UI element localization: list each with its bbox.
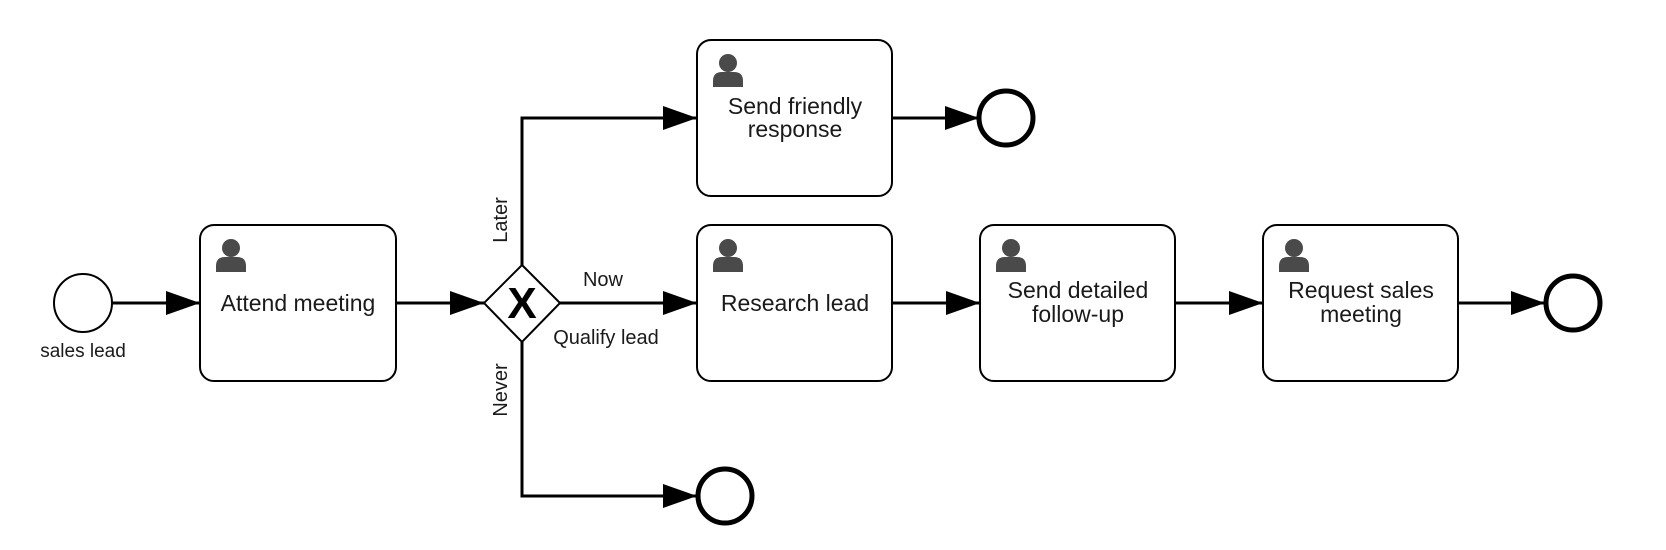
start-event-label: sales lead bbox=[40, 341, 126, 362]
task-send-detailed-follow-up[interactable]: Send detailed follow-up bbox=[979, 224, 1176, 382]
flow-label-never: Never bbox=[490, 363, 512, 417]
user-icon bbox=[1279, 239, 1309, 272]
task-research-lead[interactable]: Research lead bbox=[696, 224, 893, 382]
flow-later[interactable] bbox=[520, 106, 697, 265]
user-icon bbox=[216, 239, 246, 272]
exclusive-gateway[interactable]: X bbox=[482, 263, 562, 344]
task-label: Research lead bbox=[721, 290, 869, 316]
task-label-line-2: response bbox=[748, 116, 843, 142]
task-label-line-2: meeting bbox=[1320, 301, 1402, 327]
task-attend-meeting[interactable]: Attend meeting bbox=[199, 224, 397, 382]
task-label-line-1: Send detailed bbox=[1008, 277, 1149, 303]
task-label: Attend meeting bbox=[221, 290, 376, 316]
user-icon bbox=[713, 54, 743, 87]
task-label-line-2: follow-up bbox=[1032, 301, 1124, 327]
end-event-sales-meeting[interactable] bbox=[1543, 273, 1603, 333]
user-icon bbox=[713, 239, 743, 272]
end-event-never[interactable] bbox=[695, 466, 755, 526]
task-label-line-1: Send friendly bbox=[728, 93, 863, 119]
user-icon bbox=[996, 239, 1026, 272]
start-event[interactable] bbox=[53, 273, 113, 333]
flow-never[interactable] bbox=[520, 342, 697, 508]
sequence-flows bbox=[112, 106, 1545, 508]
flow-label-now: Now bbox=[583, 269, 624, 291]
flow-label-later: Later bbox=[490, 197, 512, 243]
gateway-x-marker: X bbox=[507, 279, 536, 328]
task-label-line-1: Request sales bbox=[1288, 277, 1434, 303]
gateway-label: Qualify lead bbox=[553, 327, 659, 349]
end-event-friendly-response[interactable] bbox=[976, 88, 1036, 148]
task-request-sales-meeting[interactable]: Request sales meeting bbox=[1262, 224, 1459, 382]
task-send-friendly-response[interactable]: Send friendly response bbox=[696, 39, 893, 197]
